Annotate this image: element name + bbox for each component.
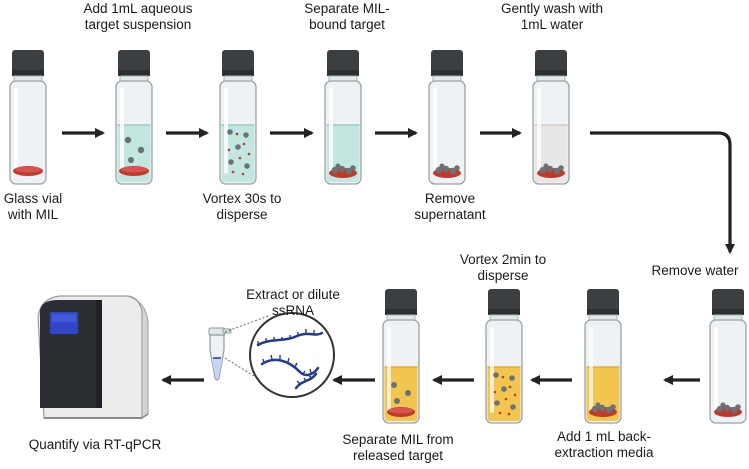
label-quantify: Quantify via RT-qPCR: [28, 437, 162, 452]
vial-separate-mil: [324, 50, 362, 185]
microtube-icon: [208, 327, 232, 381]
ssrna-magnified-icon: [249, 312, 335, 398]
label-remove-water: Remove water: [651, 263, 739, 278]
arrow-bend-down: [590, 131, 736, 255]
rt-qpcr-instrument-icon: [37, 295, 149, 419]
label-separate-mil: Separate MIL-bound target: [304, 1, 390, 32]
vial-remove-supernatant: [428, 50, 466, 185]
vial-separate-mil-released: [382, 289, 420, 424]
vial-vortex-2min: [485, 289, 523, 424]
vial-add-target: [115, 50, 153, 185]
vial-vortex-30s: [219, 50, 257, 185]
vial-gentle-wash: [532, 50, 570, 185]
label-add-back-extraction: Add 1 mL back-extraction media: [554, 429, 654, 460]
vial-add-back-extraction: [584, 289, 622, 424]
vial-glass-with-mil: [9, 50, 47, 185]
vial-remove-water: [709, 289, 747, 424]
